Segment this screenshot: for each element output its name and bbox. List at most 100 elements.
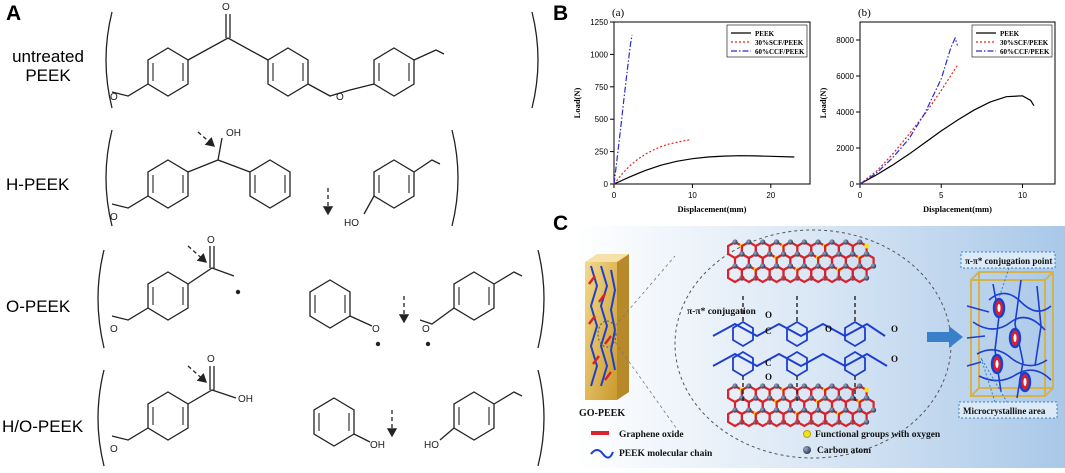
atom-label: O (372, 324, 380, 335)
atom-label: O (110, 444, 118, 455)
microcrystalline-callout (958, 401, 1058, 419)
atom-label: HO (344, 218, 359, 229)
schematic-go-peek: GO-PEEK π-π* conjugation O C C O O O O (575, 226, 1065, 468)
atom-letter: O (825, 324, 832, 334)
legend-swatch-graphene (591, 431, 609, 435)
carbon-atom (767, 251, 773, 257)
go-peek-label: GO-PEEK (579, 408, 625, 419)
bracket-right-row2 (451, 129, 459, 227)
carbon-atom (732, 239, 738, 245)
x-tick-label: 10 (1018, 191, 1027, 200)
conjugation-label: π-π* conjugation (687, 307, 756, 317)
benzene-ring (313, 397, 355, 447)
carbon-atom (801, 407, 807, 413)
legend-swatch-carbon (803, 446, 811, 454)
y-tick-label: 2000 (836, 144, 854, 153)
carbon-atom (801, 383, 807, 389)
carbon-atom (857, 263, 863, 269)
carbon-atom (843, 383, 849, 389)
y-tick-label: 4000 (836, 108, 854, 117)
atom-letter: O (891, 354, 898, 364)
carbon-atom (746, 239, 752, 245)
carbon-atom (732, 407, 738, 413)
y-tick-label: 6000 (836, 72, 854, 81)
atom-letter: C (765, 326, 772, 336)
bracket-left-row2 (105, 129, 113, 227)
atom-letter: O (765, 372, 772, 382)
y-tick-label: 0 (850, 180, 855, 189)
carbon-atom (808, 251, 814, 257)
carbon-atom (829, 407, 835, 413)
peek-structures: O O O OH O HO O O O O O OH O OH HO (97, 2, 545, 467)
carbon-atom (864, 395, 870, 401)
atom-label: O (110, 92, 118, 103)
atom-label: OH (370, 440, 385, 451)
graphene-lattice (727, 239, 877, 428)
atom-label: O (336, 92, 344, 103)
legend-box (971, 24, 1053, 58)
atom-label: O (422, 324, 430, 335)
carbon-atom (829, 239, 835, 245)
x-tick-label: 0 (858, 191, 863, 200)
row-label-text: untreated PEEK (12, 47, 84, 85)
carbon-atom (850, 251, 856, 257)
carbon-atom (815, 263, 821, 269)
carbon-atom (864, 251, 870, 257)
radical-dot (375, 341, 381, 347)
plot-frame (859, 21, 1056, 185)
series-line (613, 139, 691, 185)
row-label-h-peek: H-PEEK (6, 175, 70, 194)
x-tick-label: 20 (766, 191, 775, 200)
cleavage-arrow (187, 365, 207, 383)
carbon-atom (850, 395, 856, 401)
radical-dot (235, 289, 241, 295)
bracket-right-row3 (537, 249, 545, 349)
legend-swatch-oxygen (803, 430, 811, 438)
carbon-atom (836, 251, 842, 257)
carbon-atom (787, 383, 794, 389)
carbon-atom (773, 407, 780, 413)
atom-label: O (207, 354, 215, 365)
carbon-atom (760, 263, 766, 269)
carbon-atom (787, 239, 794, 245)
series-line (859, 36, 959, 185)
panel-label-a: A (6, 2, 22, 25)
radical-dot (425, 341, 431, 347)
carbon-atom (732, 383, 738, 389)
legend-swatch-chain (590, 449, 614, 459)
x-tick-label: 10 (688, 191, 697, 200)
carbon-atom (760, 383, 766, 389)
benzene-ring (373, 47, 415, 97)
bracket-left-row1 (105, 11, 113, 109)
panel-label-b: B (553, 2, 569, 25)
bracket-left-row4 (97, 369, 105, 467)
legend-box (726, 24, 808, 58)
series-line (859, 64, 959, 185)
series-line (859, 95, 1035, 185)
series-line (613, 155, 795, 185)
carbon-atom (870, 263, 877, 269)
carbon-atom (822, 251, 828, 257)
carbon-atom (815, 239, 821, 245)
benzene-ring (453, 271, 495, 321)
conjugation-point-callout (960, 251, 1056, 269)
carbon-atom (815, 383, 821, 389)
carbon-atom (780, 395, 787, 401)
carbon-atom (829, 263, 835, 269)
carbon-atom (857, 407, 863, 413)
chart-title: (b) (858, 7, 871, 19)
microcrystalline-structure: π-π* conjugation point Microcrystalline … (958, 251, 1058, 419)
x-axis-label: Displacement(mm) (678, 204, 747, 214)
carbon-atom (739, 395, 745, 401)
carbon-atom (780, 251, 787, 257)
y-tick-label: 500 (595, 115, 609, 124)
carbon-atom (746, 407, 752, 413)
benzene-ring (267, 47, 309, 97)
carbon-atom (801, 263, 807, 269)
carbon-atom (767, 395, 773, 401)
carbon-atom (760, 239, 766, 245)
atom-label: O (110, 212, 118, 223)
bracket-left-row3 (97, 249, 105, 349)
legend-entry: PEEK (755, 30, 775, 38)
